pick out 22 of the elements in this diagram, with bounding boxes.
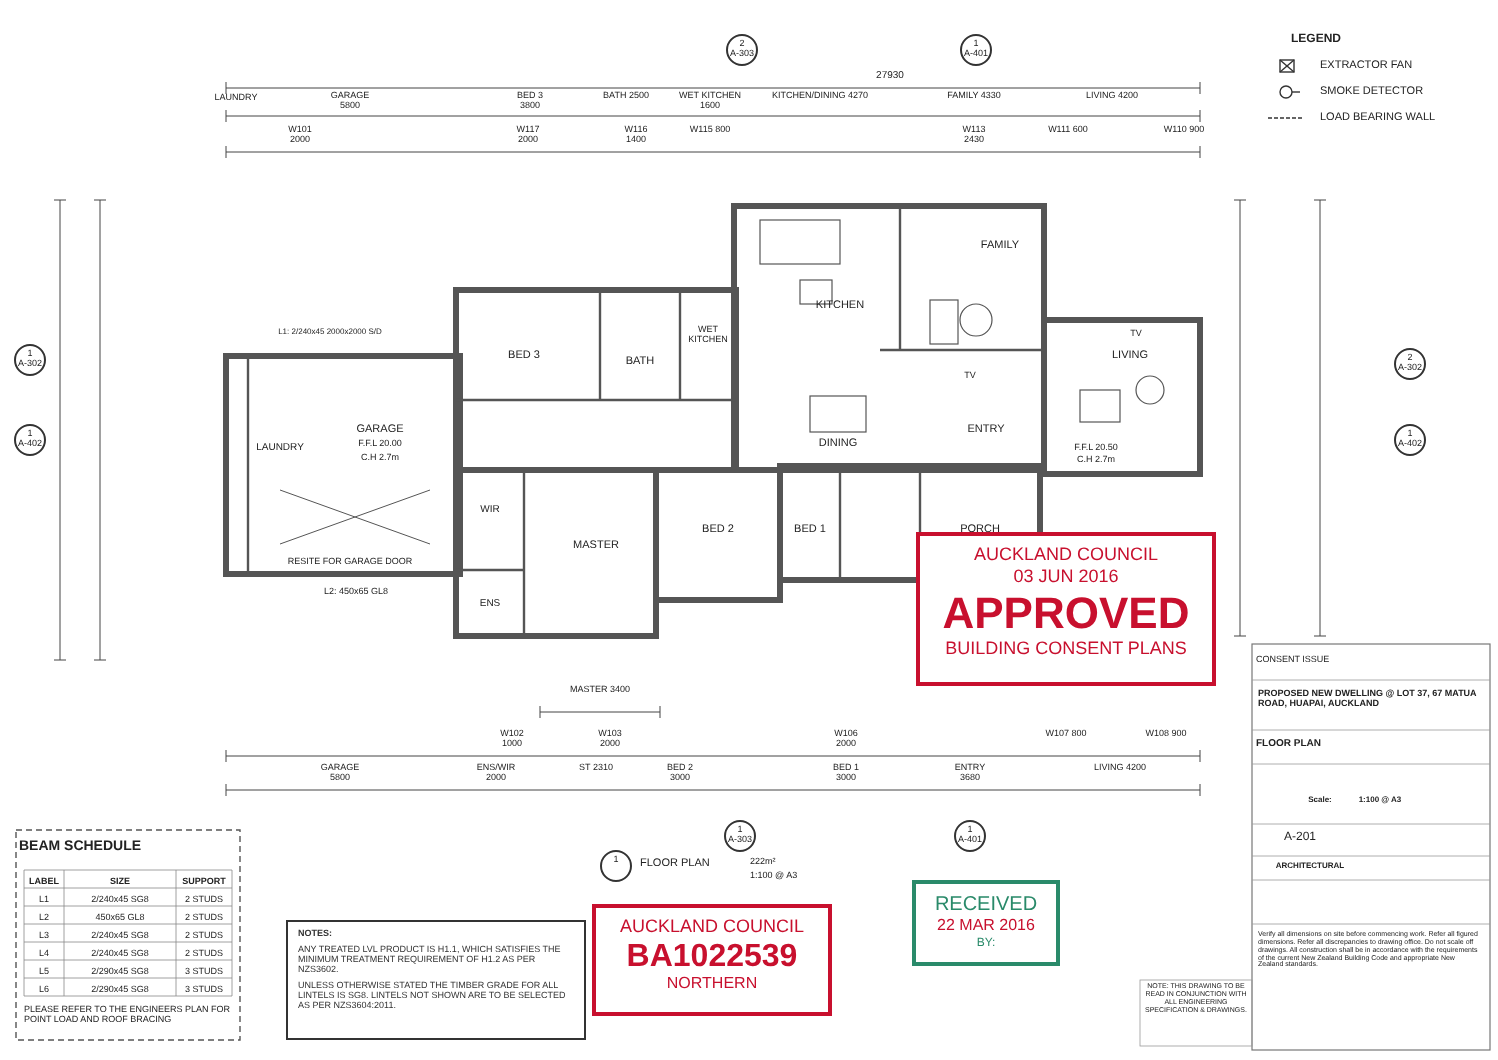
section-marker bbox=[1394, 424, 1426, 456]
section-marker bbox=[960, 34, 992, 66]
approval-stamp bbox=[912, 880, 1060, 966]
notes-box bbox=[286, 920, 586, 1040]
approval-stamp bbox=[916, 532, 1216, 686]
stamp-heading: AUCKLAND COUNCIL bbox=[617, 918, 807, 938]
stamp-text: NORTHERN bbox=[664, 976, 760, 995]
section-marker bbox=[1394, 348, 1426, 380]
stamp-text: APPROVED bbox=[940, 589, 1192, 638]
stamp-text: BUILDING CONSENT PLANS bbox=[943, 639, 1189, 660]
stamp-date: 03 JUN 2016 bbox=[1011, 567, 1121, 588]
section-marker bbox=[726, 34, 758, 66]
section-marker bbox=[14, 344, 46, 376]
stamp-heading: RECEIVED bbox=[932, 894, 1040, 916]
section-marker bbox=[14, 424, 46, 456]
approval-stamp bbox=[592, 904, 832, 1016]
section-marker bbox=[954, 820, 986, 852]
stamp-date: BA1022539 bbox=[624, 939, 800, 975]
stamp-date: 22 MAR 2016 bbox=[935, 918, 1037, 936]
section-marker bbox=[600, 850, 632, 882]
section-marker bbox=[724, 820, 756, 852]
stamp-heading: AUCKLAND COUNCIL bbox=[971, 546, 1161, 566]
